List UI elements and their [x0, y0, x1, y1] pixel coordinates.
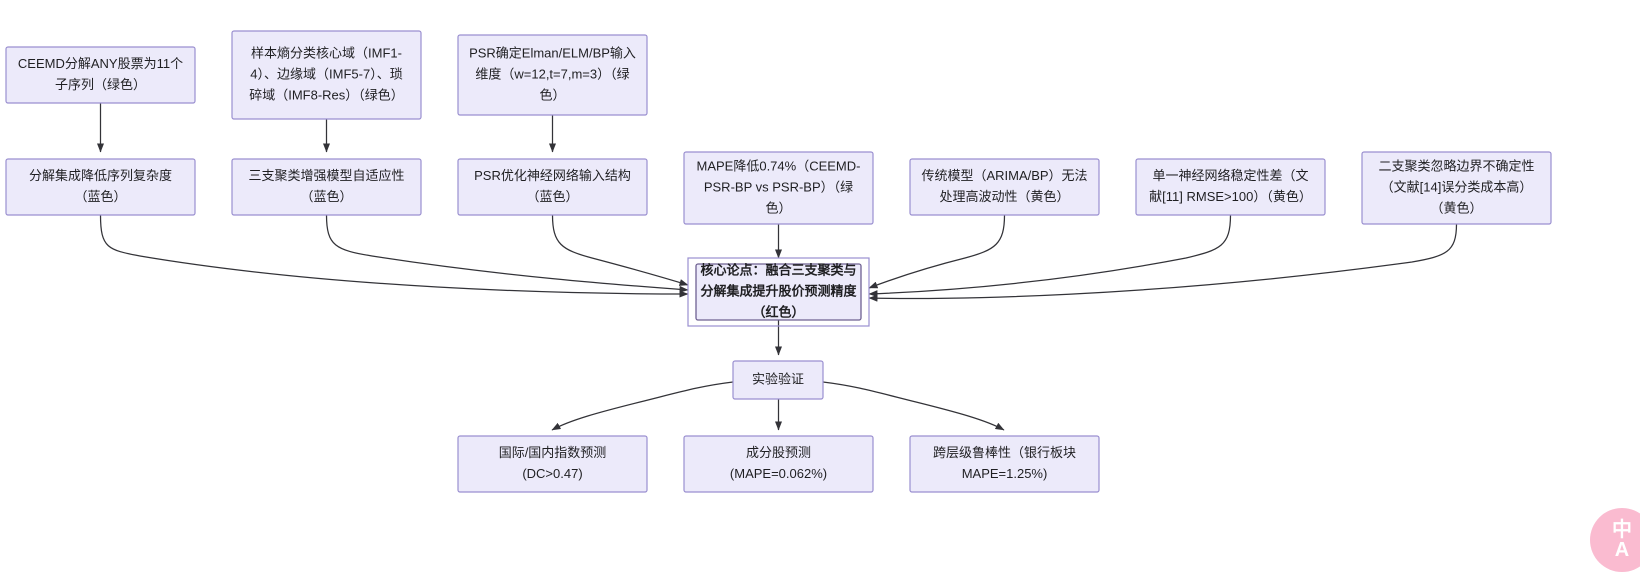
node-psr-input-dimension-box[interactable] [457, 34, 648, 116]
node-mape-reduction-evidence-label-line-3: 色） [765, 200, 791, 215]
node-sample-entropy-domains[interactable]: 样本熵分类核心域（IMF1- 4）、边缘域（IMF5-7）、琐碎域（IMF8-Re… [231, 30, 422, 120]
node-psr-optimizes-network-input-label-line-2: （蓝色） [526, 189, 578, 204]
watermark-badge: 中 A [1590, 508, 1640, 572]
node-psr-optimizes-network-input-label-line-1: PSR优化神经网络输入结构 [474, 168, 631, 183]
node-cross-level-robustness-result[interactable]: 跨层级鲁棒性（银行板块 MAPE=1.25%) [909, 435, 1100, 493]
node-single-network-instability-box[interactable] [1135, 158, 1326, 216]
watermark-line-1: 中 [1612, 519, 1632, 541]
node-index-forecast-result[interactable]: 国际/国内指数预测 (DC>0.47) [457, 435, 648, 493]
node-psr-input-dimension-label-line-1: PSR确定Elman/ELM/BP输入 [469, 45, 636, 60]
node-mape-reduction-evidence-box[interactable] [683, 151, 874, 225]
node-mape-reduction-evidence-label-line-2: PSR-BP vs PSR-BP）（绿 [704, 179, 853, 194]
node-mape-reduction-evidence-label-line-1: MAPE降低0.74%（CEEMD- [697, 158, 861, 173]
node-three-way-clustering-adaptivity[interactable]: 三支聚类增强模型自适应性 （蓝色） [231, 158, 422, 216]
node-psr-optimizes-network-input-box[interactable] [457, 158, 648, 216]
node-two-way-clustering-boundary-issue-box[interactable] [1361, 151, 1552, 225]
node-core-thesis-label-line-2: 分解集成提升股价预测精度 [700, 283, 857, 298]
node-cross-level-robustness-result-label-line-1: 跨层级鲁棒性（银行板块 [933, 445, 1076, 460]
edge-n9-to-core [868, 214, 1232, 298]
node-cross-level-robustness-result-box[interactable] [909, 435, 1100, 493]
node-core-thesis-label-line-3: （红色） [752, 304, 804, 319]
edge-n8-to-core [868, 214, 1006, 289]
node-two-way-clustering-boundary-issue-label-line-2: （文献[14]误分类成本高） [1381, 179, 1533, 194]
node-single-network-instability[interactable]: 单一神经网络稳定性差（文献[11] RMSE>100）（黄色） [1135, 158, 1326, 216]
node-two-way-clustering-boundary-issue[interactable]: 二支聚类忽略边界不确定性 （文献[14]误分类成本高） （黄色） [1361, 151, 1552, 225]
node-experimental-validation-label-line-1: 实验验证 [752, 371, 804, 386]
edge-n4-to-core [99, 214, 689, 298]
edge-exp-to-r1 [551, 381, 734, 431]
node-cross-level-robustness-result-label-line-2: MAPE=1.25%) [962, 466, 1048, 481]
node-index-forecast-result-label-line-1: 国际/国内指数预测 [499, 445, 607, 460]
node-single-network-instability-label-line-2: 献[11] RMSE>100）（黄色） [1149, 189, 1312, 204]
node-psr-input-dimension-label-line-2: 维度（w=12,t=7,m=3）（绿 [475, 66, 629, 81]
node-ceemd-decomposition-box[interactable] [5, 46, 196, 104]
node-ceemd-decomposition-label-line-2: 子序列（绿色） [55, 77, 146, 92]
node-core-thesis-outer-frame [687, 257, 870, 327]
node-psr-optimizes-network-input[interactable]: PSR优化神经网络输入结构 （蓝色） [457, 158, 648, 216]
node-decomposition-reduces-complexity[interactable]: 分解集成降低序列复杂度 （蓝色） [5, 158, 196, 216]
node-traditional-model-limitation-label-line-1: 传统模型（ARIMA/BP）无法 [921, 168, 1087, 183]
node-core-thesis-box[interactable] [695, 263, 862, 321]
node-traditional-model-limitation-label-line-2: 处理高波动性（黄色） [939, 189, 1069, 204]
node-two-way-clustering-boundary-issue-label-line-3: （黄色） [1430, 200, 1482, 215]
watermark-line-2: A [1614, 539, 1630, 561]
edge-exp-to-r3 [822, 381, 1005, 431]
node-sample-entropy-domains-box[interactable] [231, 30, 422, 120]
node-ceemd-decomposition-label-line-1: CEEMD分解ANY股票为11个 [18, 56, 183, 71]
node-decomposition-reduces-complexity-label-line-1: 分解集成降低序列复杂度 [29, 168, 172, 183]
edge-n10-to-core [868, 223, 1458, 302]
edge-n6-to-core [551, 214, 689, 286]
edge-layer [97, 103, 1458, 431]
node-decomposition-reduces-complexity-label-line-2: （蓝色） [74, 189, 126, 204]
node-three-way-clustering-adaptivity-label-line-2: （蓝色） [300, 189, 352, 204]
node-single-network-instability-label-line-1: 单一神经网络稳定性差（文 [1152, 168, 1308, 183]
node-two-way-clustering-boundary-issue-label-line-1: 二支聚类忽略边界不确定性 [1378, 158, 1534, 173]
node-traditional-model-limitation-box[interactable] [909, 158, 1100, 216]
node-core-thesis-label-line-1: 核心论点：融合三支聚类与 [700, 262, 856, 277]
node-decomposition-reduces-complexity-box[interactable] [5, 158, 196, 216]
node-constituent-stock-result-label-line-2: (MAPE=0.062%) [730, 466, 827, 481]
node-sample-entropy-domains-label-line-1: 样本熵分类核心域（IMF1- [251, 45, 402, 60]
node-constituent-stock-result-label-line-1: 成分股预测 [746, 445, 811, 460]
node-index-forecast-result-box[interactable] [457, 435, 648, 493]
node-constituent-stock-result[interactable]: 成分股预测 (MAPE=0.062%) [683, 435, 874, 493]
node-psr-input-dimension-label-line-3: 色） [539, 87, 565, 102]
node-experimental-validation-box[interactable] [732, 360, 824, 400]
node-three-way-clustering-adaptivity-box[interactable] [231, 158, 422, 216]
node-constituent-stock-result-box[interactable] [683, 435, 874, 493]
node-three-way-clustering-adaptivity-label-line-1: 三支聚类增强模型自适应性 [248, 168, 404, 183]
node-mape-reduction-evidence[interactable]: MAPE降低0.74%（CEEMD- PSR-BP vs PSR-BP）（绿色） [683, 151, 874, 225]
node-index-forecast-result-label-line-2: (DC>0.47) [522, 466, 582, 481]
node-sample-entropy-domains-label-line-3: 碎域（IMF8-Res）（绿色） [249, 87, 404, 102]
edge-n5-to-core [325, 214, 689, 293]
node-experimental-validation[interactable]: 实验验证 [732, 360, 824, 400]
node-sample-entropy-domains-label-line-2: 4）、边缘域（IMF5-7）、琐 [250, 66, 402, 81]
